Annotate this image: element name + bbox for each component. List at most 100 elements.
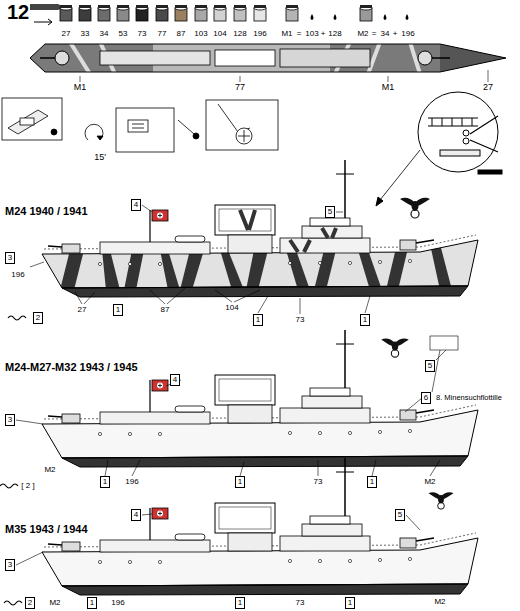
callout-box: 3	[5, 559, 15, 571]
paint-label: 27	[78, 306, 87, 314]
callout-box: 2	[25, 597, 35, 609]
paint-label: 33	[81, 30, 90, 38]
paint-label: 34	[381, 30, 390, 38]
callout-box: 1	[253, 314, 263, 326]
paint-label: 34	[100, 30, 109, 38]
callout-box: 4	[131, 199, 141, 211]
paint-label: M1	[281, 30, 292, 38]
paint-label: 104	[213, 30, 226, 38]
callout-number: 1	[256, 315, 260, 325]
paint-label: +	[393, 30, 398, 38]
callout-number: 1	[90, 598, 94, 608]
paint-label: M1	[74, 83, 87, 92]
paint-label: 12	[7, 2, 29, 23]
instruction-panels	[2, 98, 278, 152]
callout-box: 1	[113, 304, 123, 316]
paint-label: +	[321, 30, 326, 38]
callout-box: 1	[360, 314, 370, 326]
paint-pots	[30, 4, 409, 25]
variant-title: M24 1940 / 1941	[5, 206, 88, 218]
paint-label: 87	[161, 306, 170, 314]
callout-number: 1	[238, 477, 242, 487]
eagle-emblem	[381, 339, 409, 358]
top-view	[28, 42, 510, 82]
detail-zoom	[376, 92, 502, 206]
leader-lines	[0, 336, 458, 488]
paint-label: 73	[296, 599, 305, 607]
callout-box: 1	[87, 597, 97, 609]
paint-label: 73	[314, 478, 323, 486]
paint-label: =	[297, 30, 302, 38]
paint-label: 77	[235, 83, 245, 92]
variant-title: 8. Minensuchflottille	[436, 394, 502, 402]
callout-number: 1	[348, 598, 352, 608]
callout-box: 5	[425, 360, 435, 372]
callout-number: 4	[173, 375, 177, 385]
paint-label: =	[372, 30, 377, 38]
callout-number: 3	[8, 253, 12, 263]
paint-label: 196	[125, 478, 138, 486]
paint-label: 103	[305, 30, 318, 38]
callout-box: 4	[131, 509, 141, 521]
paint-label: M2	[424, 478, 435, 486]
paint-label: 196	[401, 30, 414, 38]
paint-label: 104	[225, 304, 238, 312]
callout-number: 4	[134, 200, 138, 210]
callout-number: 1	[363, 315, 367, 325]
callout-number: 3	[8, 415, 12, 425]
paint-label: 73	[296, 316, 305, 324]
paint-label: 196	[111, 599, 124, 607]
leader-lines	[8, 205, 370, 320]
callout-box: 3	[5, 252, 15, 264]
callout-number: 1	[370, 477, 374, 487]
callout-box: 1	[235, 476, 245, 488]
callout-number: 1	[103, 477, 107, 487]
callout-box: 6	[421, 392, 431, 404]
paint-label: M1	[382, 83, 395, 92]
callout-box: 5	[325, 206, 335, 218]
callout-number: 5	[428, 361, 432, 371]
paint-label: 77	[158, 30, 167, 38]
ship-m35-1943	[42, 458, 478, 595]
paint-label: 196	[11, 271, 24, 279]
callout-number: 5	[398, 510, 402, 520]
ship-m24-m27-m32-1943	[42, 330, 478, 467]
callout-box: 3	[5, 414, 15, 426]
paint-label: M2	[44, 466, 55, 474]
eagle-emblem	[429, 492, 454, 509]
callout-box: 1	[345, 597, 355, 609]
paint-label: 15'	[94, 153, 106, 162]
callout-box: 2	[33, 312, 43, 324]
callout-number: 1	[116, 305, 120, 315]
paint-label: 73	[138, 30, 147, 38]
paint-label: M2	[357, 30, 368, 38]
paint-label: [ 2 ]	[21, 482, 34, 490]
variant-title: M35 1943 / 1944	[5, 524, 88, 536]
callout-number: 5	[328, 207, 332, 217]
callout-box: 1	[367, 476, 377, 488]
paint-label: 196	[253, 30, 266, 38]
callout-box: 1	[100, 476, 110, 488]
callout-number: 6	[424, 393, 428, 403]
paint-label: 27	[62, 30, 71, 38]
callout-box: 5	[395, 509, 405, 521]
callout-number: 2	[36, 313, 40, 323]
callout-box: 4	[170, 374, 180, 386]
paint-label: M2	[49, 599, 60, 607]
eagle-emblem	[400, 198, 430, 218]
callout-number: 1	[238, 598, 242, 608]
paint-label: M2	[434, 598, 445, 606]
paint-label: 87	[177, 30, 186, 38]
callout-box: 1	[235, 597, 245, 609]
paint-label: 27	[483, 83, 493, 92]
paint-label: 128	[328, 30, 341, 38]
paint-label: 103	[194, 30, 207, 38]
callout-number: 2	[28, 598, 32, 608]
variant-title: M24-M27-M32 1943 / 1945	[5, 362, 138, 374]
ship-m24-1940	[42, 160, 478, 297]
callout-number: 3	[8, 560, 12, 570]
paint-label: 128	[233, 30, 246, 38]
callout-number: 4	[134, 510, 138, 520]
paint-label: 53	[119, 30, 128, 38]
